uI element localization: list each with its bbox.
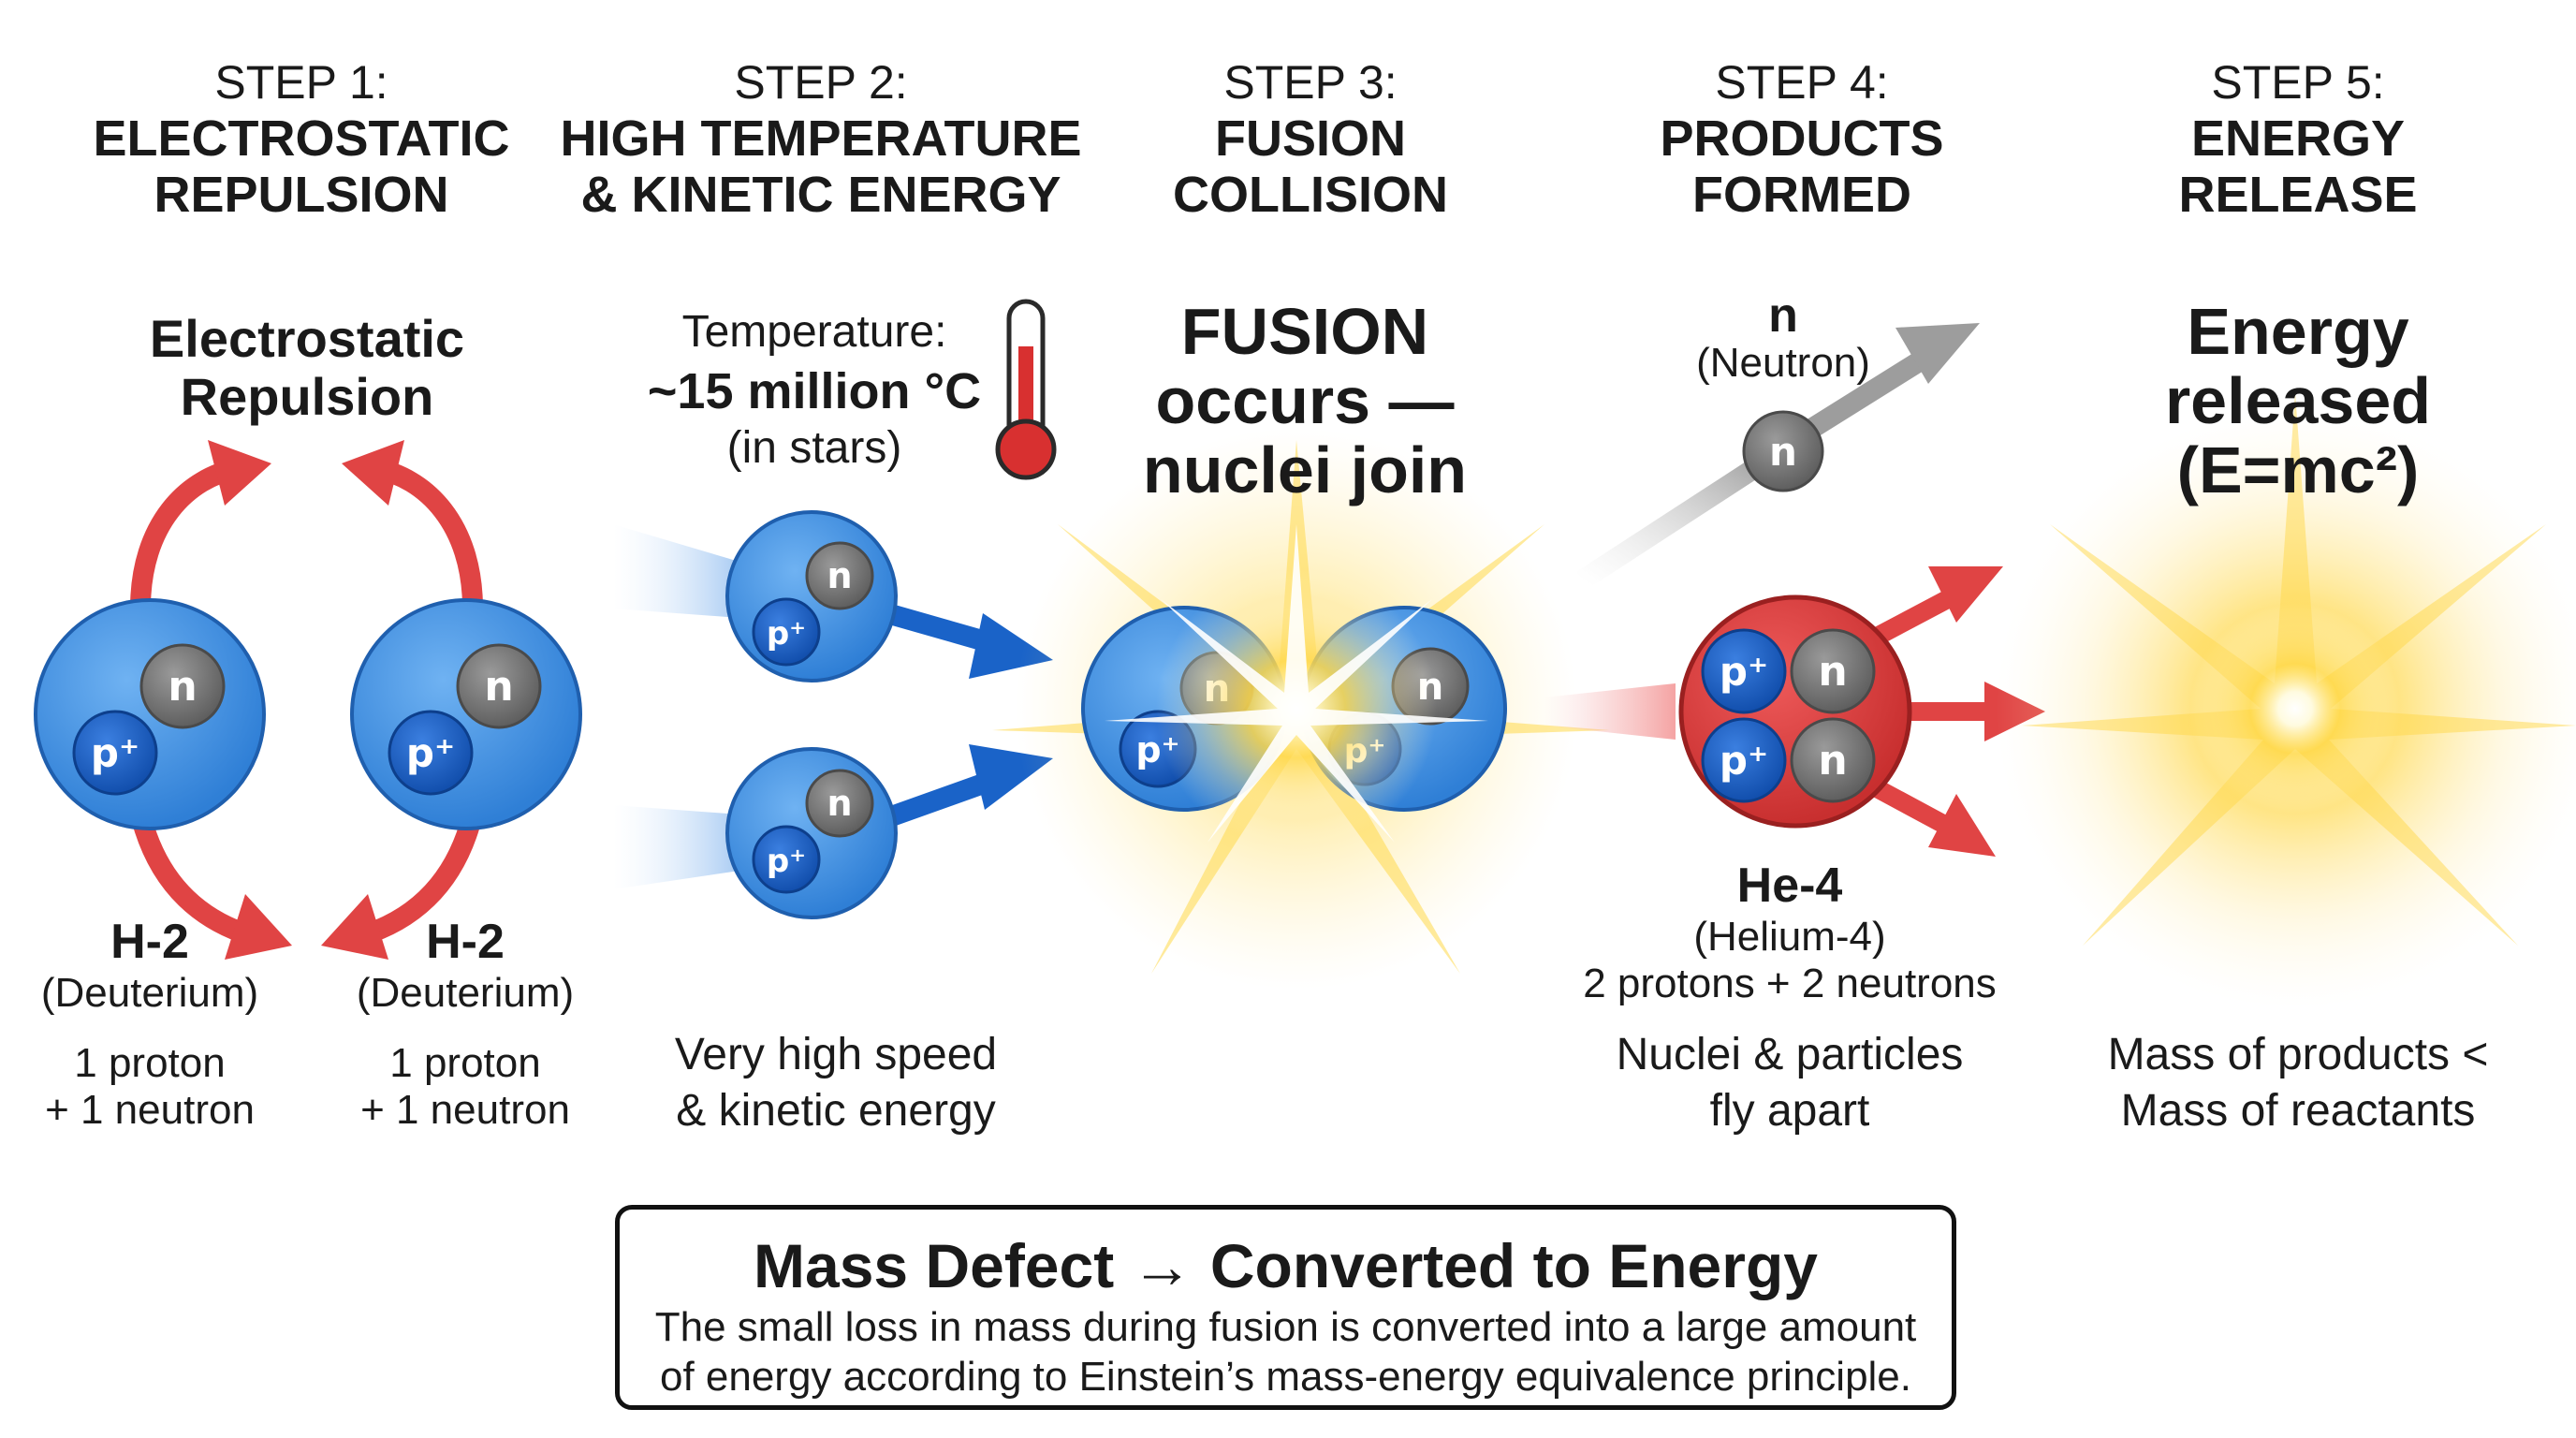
step1-repulsion-arrows xyxy=(130,440,483,960)
thermometer-icon xyxy=(995,299,1057,480)
neutron-product-name: n xyxy=(1768,288,1798,343)
right-nucleus-subname: (Deuterium) xyxy=(356,970,575,1016)
step1-title-line1: ELECTROSTATIC xyxy=(93,110,510,167)
left-nucleus-subname: (Deuterium) xyxy=(40,970,259,1016)
neutron-label: n xyxy=(1818,737,1847,785)
step2-title-line1: HIGH TEMPERATURE xyxy=(560,110,1082,167)
deuterium-nucleus-left: n p⁺ xyxy=(34,598,266,830)
energy-text-line1: Energy xyxy=(2187,295,2409,368)
proton-label: p⁺ xyxy=(767,843,806,880)
proton-label: p⁺ xyxy=(1720,738,1768,784)
step4-title-line1: PRODUCTS xyxy=(1660,110,1944,167)
repulsion-arrowhead-top-right xyxy=(342,440,404,506)
neutron-particle xyxy=(1790,628,1876,714)
left-nucleus-name: H-2 xyxy=(110,915,189,969)
step4-caption-line2: fly apart xyxy=(1709,1086,1870,1136)
proton-particle xyxy=(1701,628,1787,714)
neutron-particle xyxy=(805,769,874,838)
step5-title-line2: RELEASE xyxy=(2178,167,2418,223)
temperature-context: (in stars) xyxy=(726,423,902,473)
collision-flash xyxy=(1105,524,1488,849)
step4-number: STEP 4: xyxy=(1715,56,1889,109)
proton-particle xyxy=(1701,717,1787,803)
neutron-particle xyxy=(456,643,542,729)
moving-deuterium-bottom: n p⁺ xyxy=(725,747,898,919)
step5-title-line1: ENERGY xyxy=(2190,110,2406,167)
free-neutron: n xyxy=(1742,410,1824,492)
energy-text-line2: released xyxy=(2164,364,2432,437)
right-nucleus-desc-line1: 1 proton xyxy=(389,1040,541,1086)
repulsion-arrowhead-top-left xyxy=(208,440,271,506)
step2-number: STEP 2: xyxy=(734,56,908,109)
neutron-label: n xyxy=(827,555,852,596)
energy-burst xyxy=(1996,393,2576,1008)
neutron-particle xyxy=(1790,717,1876,803)
helium-4-nucleus: p⁺ n p⁺ n xyxy=(1678,594,1912,829)
right-nucleus-desc-line2: + 1 neutron xyxy=(360,1087,570,1133)
step3-title-line1: FUSION xyxy=(1214,110,1407,167)
proton-label: p⁺ xyxy=(1720,649,1768,695)
step4-title-line2: FORMED xyxy=(1692,167,1911,223)
step1-heading-line2: Repulsion xyxy=(180,367,434,426)
repulsion-arrowhead-bottom-left xyxy=(225,894,292,960)
fusion-text-line2: occurs — xyxy=(1155,364,1455,437)
temperature-value: ~15 million °C xyxy=(647,363,982,419)
neutron-label: n xyxy=(1818,648,1847,696)
neutron-particle xyxy=(139,643,226,729)
proton-label: p⁺ xyxy=(406,730,455,776)
moving-deuterium-top: n p⁺ xyxy=(725,510,898,682)
left-nucleus-desc-line1: 1 proton xyxy=(74,1040,226,1086)
step5-caption-line2: Mass of reactants xyxy=(2120,1086,2476,1136)
step1-heading-line1: Electrostatic xyxy=(149,309,465,368)
neutron-particle xyxy=(805,541,874,610)
deuterium-nucleus-right: n p⁺ xyxy=(350,598,582,830)
neutron-label: n xyxy=(168,663,197,711)
fusion-text-line3: nuclei join xyxy=(1142,433,1468,506)
proton-particle xyxy=(388,710,474,796)
right-nucleus-name: H-2 xyxy=(426,915,505,969)
step2-motion-trails xyxy=(613,524,739,889)
proton-label: p⁺ xyxy=(91,730,139,776)
step3-title-line2: COLLISION xyxy=(1173,167,1448,223)
left-nucleus-desc-line2: + 1 neutron xyxy=(45,1087,255,1133)
step1-number: STEP 1: xyxy=(214,56,388,109)
summary-box: Mass Defect → Converted to Energy The sm… xyxy=(615,1205,1956,1410)
neutron-label: n xyxy=(1769,429,1797,475)
repulsion-arrowhead-bottom-right xyxy=(321,894,388,960)
neutron-product-sub: (Neutron) xyxy=(1696,340,1870,386)
summary-text: The small loss in mass during fusion is … xyxy=(654,1304,1917,1400)
helium-product-desc: 2 protons + 2 neutrons xyxy=(1583,961,1997,1006)
step3-number: STEP 3: xyxy=(1223,56,1398,109)
energy-text-line3: (E=mc²) xyxy=(2176,433,2420,506)
proton-particle xyxy=(752,825,821,894)
summary-title: Mass Defect → Converted to Energy xyxy=(754,1231,1818,1300)
neutron-label: n xyxy=(484,663,513,711)
helium-product-sub: (Helium-4) xyxy=(1693,914,1886,960)
step5-number: STEP 5: xyxy=(2211,56,2385,109)
step2-caption-line2: & kinetic energy xyxy=(676,1086,996,1136)
proton-particle xyxy=(72,710,158,796)
proton-label: p⁺ xyxy=(767,615,806,653)
fusion-text-line1: FUSION xyxy=(1180,295,1429,368)
step4-caption-line1: Nuclei & particles xyxy=(1616,1030,1964,1079)
neutron-trail xyxy=(1576,449,1775,590)
proton-particle xyxy=(752,597,821,667)
step1-title-line2: REPULSION xyxy=(154,167,449,223)
step2-title-line2: & KINETIC ENERGY xyxy=(580,167,1061,223)
step2-caption-line1: Very high speed xyxy=(674,1030,998,1079)
step4-trails xyxy=(1544,449,1775,740)
helium-product-name: He-4 xyxy=(1736,858,1843,913)
step5-caption-line1: Mass of products < xyxy=(2107,1030,2489,1079)
neutron-label: n xyxy=(827,783,852,824)
temperature-label: Temperature: xyxy=(681,307,947,357)
